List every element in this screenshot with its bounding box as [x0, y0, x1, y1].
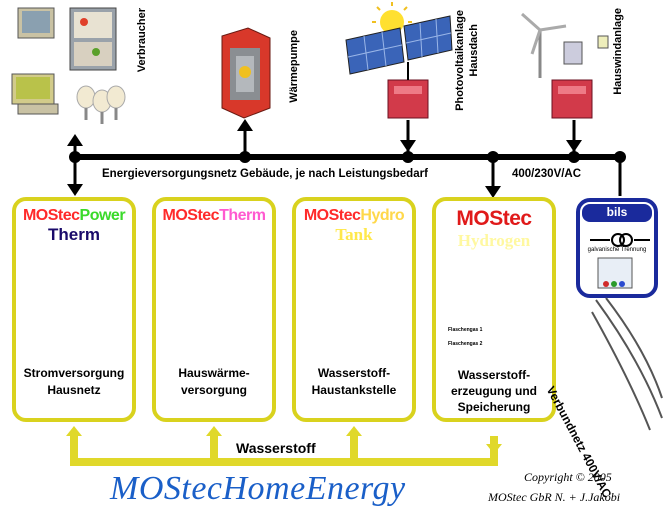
power-suffix: Power	[79, 207, 126, 224]
hydro-brand: MOStec	[303, 207, 361, 224]
label-photovoltaik-1: Photovoltaikanlage	[454, 10, 466, 111]
therm-brand: MOStec	[162, 207, 220, 224]
hydrogen-label: Wasserstoff	[236, 440, 316, 456]
power-desc-2: Hausnetz	[47, 383, 101, 397]
module-power-therm: MOStecPower Therm Stromversorgung Hausne…	[12, 197, 136, 422]
voltage-label: 400/230V/AC	[512, 168, 582, 180]
heat-pump-icon	[221, 27, 271, 119]
grid-cable	[591, 297, 663, 431]
hydrogen-desc-3: Speicherung	[457, 400, 531, 414]
hydrogen-desc-2: erzeugung und	[451, 384, 537, 398]
hydro-desc-1: Wasserstoff-	[317, 366, 391, 380]
therm-suffix: Therm	[219, 207, 266, 224]
module-hydro-tank-header: MOStecHydro Tank	[296, 201, 412, 259]
hydrogen-panel-row1: Flaschengas 1	[448, 327, 483, 333]
hydrogen-brand: MOStec	[456, 207, 532, 230]
copyright-line1: Copyright © 2005	[524, 470, 612, 484]
fridge-icon	[69, 7, 117, 71]
wind-turbine-icon	[521, 12, 609, 119]
hydrogen-desc-1: Wasserstoff-	[457, 368, 531, 382]
label-photovoltaik-2: Hausdach	[468, 24, 480, 77]
hydro-line2: Tank	[335, 225, 373, 244]
module-hydro-tank: MOStecHydro Tank Wasserstoff- Haustankst…	[292, 197, 416, 422]
bils-title: bils	[606, 205, 628, 219]
solar-panel-icon	[345, 2, 453, 119]
copyright-line2: MOStec GbR N. + J.Jakobi	[488, 490, 621, 504]
hydrogen-line2: Hydrogen	[457, 231, 531, 250]
hydrogen-panel-row2: Flaschengas 2	[448, 341, 483, 347]
therm-desc-1: Hauswärme-	[178, 366, 250, 380]
computer-icon	[11, 7, 59, 115]
label-waermepumpe: Wärmepumpe	[288, 30, 300, 103]
module-therm-header: MOStecTherm	[156, 201, 272, 259]
page-title: MOStecHomeEnergy	[110, 470, 406, 507]
label-verbraucher: Verbraucher	[136, 8, 148, 73]
module-therm: MOStecTherm Hauswärme- versorgung	[152, 197, 276, 422]
light-bulbs-icon	[76, 85, 126, 124]
bils-box	[576, 198, 658, 298]
label-hauswind: Hauswindanlage	[612, 8, 624, 95]
power-brand: MOStec	[22, 207, 80, 224]
hydro-desc-2: Haustankstelle	[311, 383, 397, 397]
power-desc-1: Stromversorgung	[23, 366, 125, 380]
power-line2: Therm	[48, 225, 100, 244]
module-power-therm-header: MOStecPower Therm	[16, 201, 132, 259]
hydro-suffix: Hydro	[360, 207, 405, 224]
module-hydrogen: MOStec Hydrogen Flaschengas 1 Flaschenga…	[432, 197, 556, 422]
bils-caption: galvanische Trennung	[587, 247, 647, 253]
bus-label: Energieversorgungsnetz Gebäude, je nach …	[102, 168, 428, 180]
module-hydrogen-header: MOStec Hydrogen	[436, 201, 552, 259]
therm-desc-2: versorgung	[180, 383, 247, 397]
